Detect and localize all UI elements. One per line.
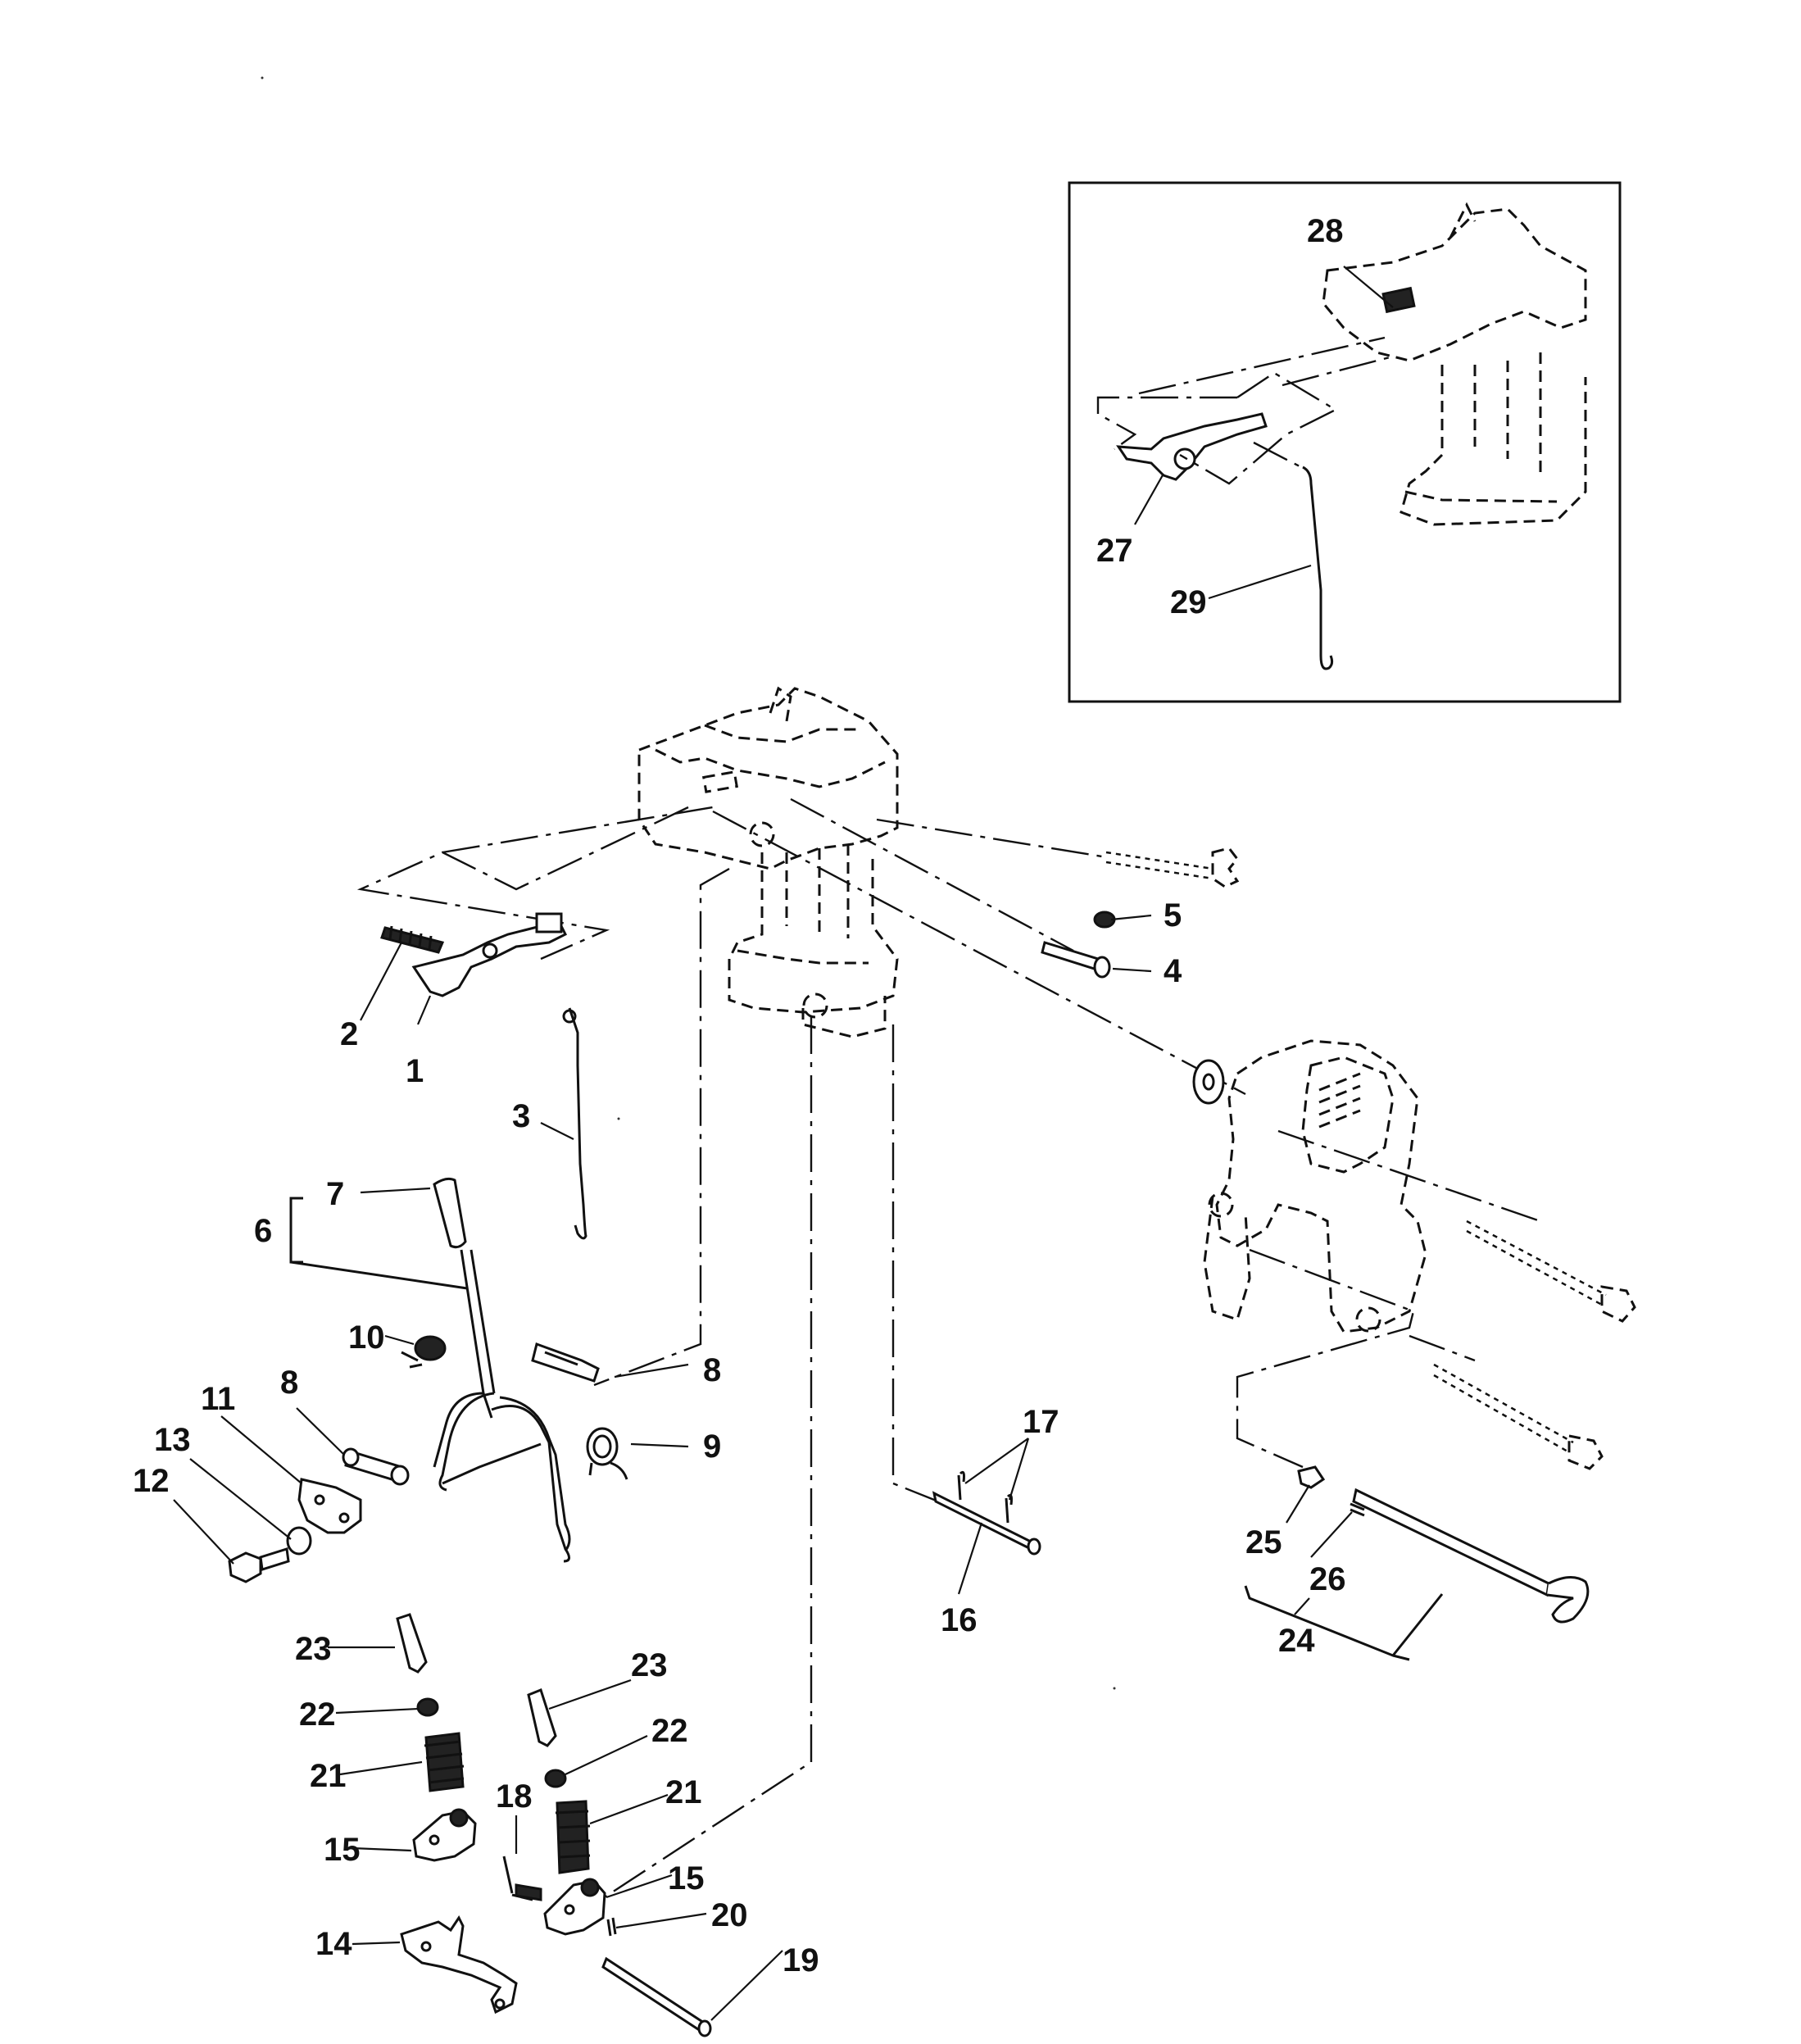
callout-14: 14: [315, 1926, 352, 1962]
bracket-6-7: [289, 1197, 468, 1290]
callout-15a: 15: [324, 1832, 361, 1868]
inset-rod-29: [1302, 466, 1334, 670]
part-21-left: [424, 1732, 465, 1792]
part-23-left: [396, 1613, 428, 1674]
part-15-right: [543, 1878, 606, 1936]
part-6-handle: [433, 1249, 571, 1563]
callout-7: 7: [326, 1176, 344, 1212]
part-24-handle: [1352, 1488, 1590, 1624]
callout-28: 28: [1307, 213, 1344, 249]
callout-11: 11: [201, 1381, 235, 1417]
part-14-lever: [400, 1915, 518, 2014]
part-18-spring: [502, 1855, 542, 1901]
part-19-shaft: [601, 1956, 712, 2037]
part-12-bolt: [228, 1547, 290, 1583]
part-22-left: [416, 1697, 439, 1717]
callout-15b: 15: [668, 1860, 705, 1896]
callout-18: 18: [496, 1778, 533, 1815]
callout-17: 17: [1023, 1404, 1059, 1440]
callout-6: 6: [254, 1213, 272, 1249]
part-3-rod: [568, 1007, 587, 1240]
callout-3: 3: [512, 1098, 530, 1134]
callout-23b: 23: [631, 1647, 668, 1683]
callout-24: 24: [1278, 1623, 1315, 1659]
callout-21b: 21: [665, 1774, 702, 1810]
main-pivot-bolt: [1105, 847, 1240, 888]
callout-27: 27: [1096, 533, 1133, 569]
exploded-view-lines: [356, 797, 1541, 1903]
part-15-left: [412, 1808, 477, 1862]
part-22-right: [544, 1769, 567, 1788]
inset-swivel-bracket: [1322, 202, 1587, 526]
callout-9: 9: [703, 1429, 721, 1465]
callout-2: 2: [340, 1016, 358, 1052]
callout-21a: 21: [310, 1758, 347, 1794]
callout-29: 29: [1170, 584, 1207, 620]
part-20-pin: [606, 1917, 617, 1937]
callout-23a: 23: [295, 1631, 332, 1667]
callout-13: 13: [154, 1422, 191, 1458]
part-23-right: [527, 1688, 557, 1747]
part-7-grip: [433, 1177, 467, 1249]
inset-lever-27: [1116, 412, 1268, 481]
bracket-24-26: [1244, 1585, 1444, 1661]
part-8-pin-lower: [342, 1447, 410, 1486]
part-11-plate: [297, 1478, 362, 1534]
callout-10: 10: [348, 1320, 385, 1356]
part-8-bushing-upper: [531, 1342, 600, 1383]
callout-25: 25: [1245, 1524, 1282, 1560]
callout-19: 19: [783, 1942, 819, 1978]
callout-12: 12: [133, 1463, 170, 1499]
part-16-shaft: [932, 1491, 1041, 1556]
clamp-bracket: [1203, 1039, 1427, 1333]
callout-22b: 22: [651, 1713, 688, 1749]
callout-5: 5: [1164, 897, 1182, 933]
inset-detail: [1068, 181, 1622, 703]
part-9-spring: [586, 1427, 628, 1480]
part-1-lever: [411, 912, 568, 997]
pivot-washer: [1192, 1059, 1225, 1105]
swivel-bracket: [637, 686, 899, 1038]
callout-20: 20: [711, 1897, 748, 1933]
callout-1: 1: [406, 1053, 424, 1089]
part-13-washer: [286, 1526, 312, 1556]
part-4-bolt: [1041, 941, 1111, 979]
clamp-screws: [1433, 1220, 1636, 1470]
part-25-block: [1297, 1465, 1326, 1489]
inset-border: [1068, 181, 1622, 703]
callout-8a: 8: [703, 1352, 721, 1388]
callout-16: 16: [941, 1602, 978, 1638]
callout-22a: 22: [299, 1697, 336, 1733]
leader-lines: [173, 914, 1353, 2021]
callouts: 1 2 3 4 5 6 7 8 8 9 10 11 12 13 14 15 15…: [133, 213, 1346, 1978]
part-21-right: [555, 1800, 591, 1874]
part-10-spring: [401, 1335, 447, 1369]
callout-26: 26: [1309, 1561, 1346, 1597]
callout-4: 4: [1164, 953, 1182, 989]
part-2-spring: [380, 925, 445, 954]
callout-8b: 8: [280, 1365, 298, 1401]
part-26-pin: [1350, 1502, 1365, 1517]
